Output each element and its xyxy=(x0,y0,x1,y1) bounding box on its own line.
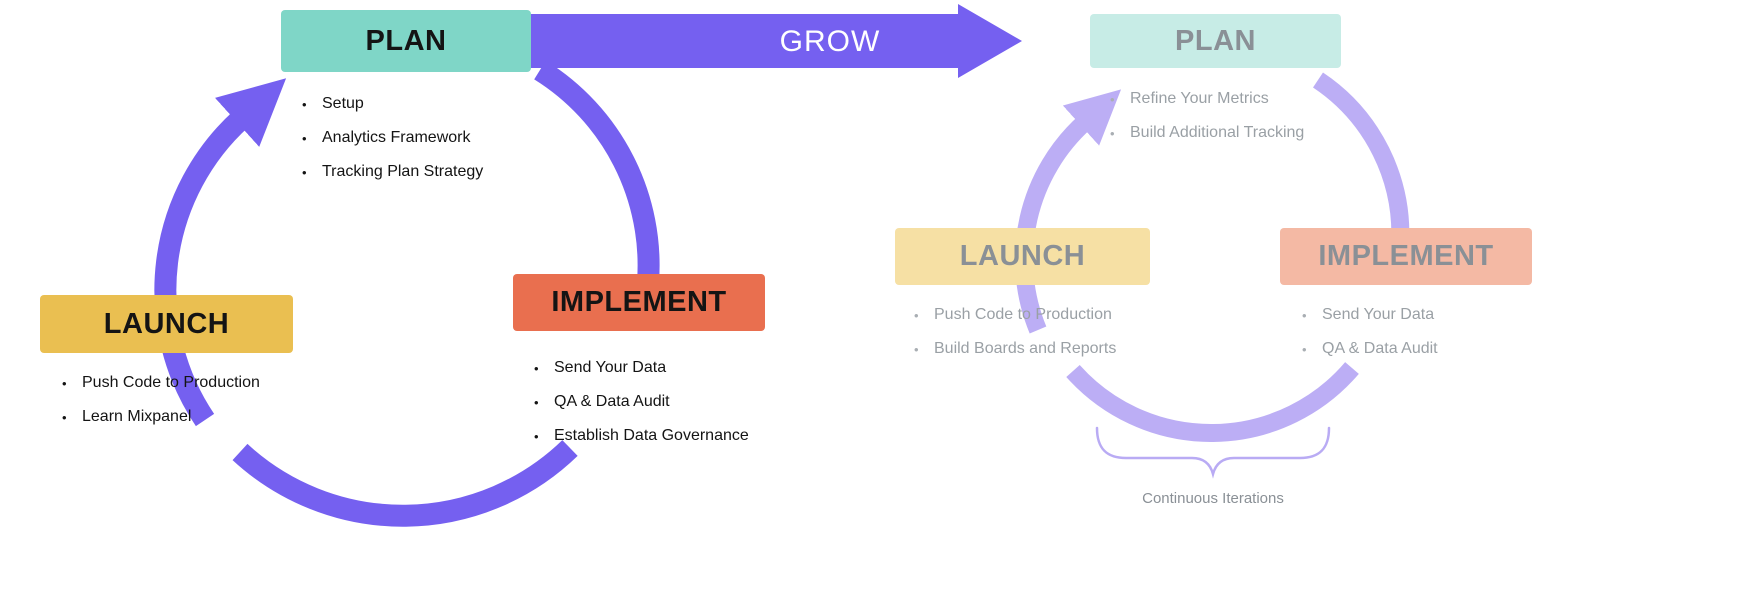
list-item: Learn Mixpanel xyxy=(60,407,260,427)
right-launch-box: LAUNCH xyxy=(895,228,1150,285)
right-plan-box: PLAN xyxy=(1090,14,1341,68)
continuous-iterations-caption: Continuous Iterations xyxy=(1142,490,1284,507)
list-item: Push Code to Production xyxy=(60,373,260,393)
right-arc-plan-to-implement-icon xyxy=(1312,72,1410,246)
right-implement-list: Send Your Data QA & Data Audit xyxy=(1300,305,1438,373)
list-item: Analytics Framework xyxy=(300,128,483,148)
right-arc-implement-to-launch-icon xyxy=(1066,362,1359,442)
list-item: Refine Your Metrics xyxy=(1108,89,1304,109)
list-item: Build Additional Tracking xyxy=(1108,123,1304,143)
right-implement-box: IMPLEMENT xyxy=(1280,228,1532,285)
left-launch-list: Push Code to Production Learn Mixpanel xyxy=(60,373,260,441)
list-item: QA & Data Audit xyxy=(1300,339,1438,359)
list-item: Establish Data Governance xyxy=(532,426,749,446)
continuous-iterations-brace-icon xyxy=(1095,426,1331,479)
left-implement-box: IMPLEMENT xyxy=(513,274,765,331)
right-launch-list: Push Code to Production Build Boards and… xyxy=(912,305,1116,373)
left-plan-box: PLAN xyxy=(281,10,531,72)
left-arc-implement-to-launch-icon xyxy=(232,440,578,527)
list-item: Send Your Data xyxy=(1300,305,1438,325)
left-implement-list: Send Your Data QA & Data Audit Establish… xyxy=(532,358,749,460)
left-arc-plan-to-implement-icon xyxy=(534,60,660,283)
grow-arrow-icon xyxy=(530,4,1022,78)
left-launch-box: LAUNCH xyxy=(40,295,293,353)
list-item: Setup xyxy=(300,94,483,114)
list-item: Build Boards and Reports xyxy=(912,339,1116,359)
list-item: Send Your Data xyxy=(532,358,749,378)
list-item: Push Code to Production xyxy=(912,305,1116,325)
right-plan-list: Refine Your Metrics Build Additional Tra… xyxy=(1108,89,1304,157)
left-plan-list: Setup Analytics Framework Tracking Plan … xyxy=(300,94,483,196)
grow-arrow-label: GROW xyxy=(779,25,881,58)
list-item: Tracking Plan Strategy xyxy=(300,162,483,182)
right-arc-launch-to-plan-icon xyxy=(1014,89,1122,334)
list-item: QA & Data Audit xyxy=(532,392,749,412)
